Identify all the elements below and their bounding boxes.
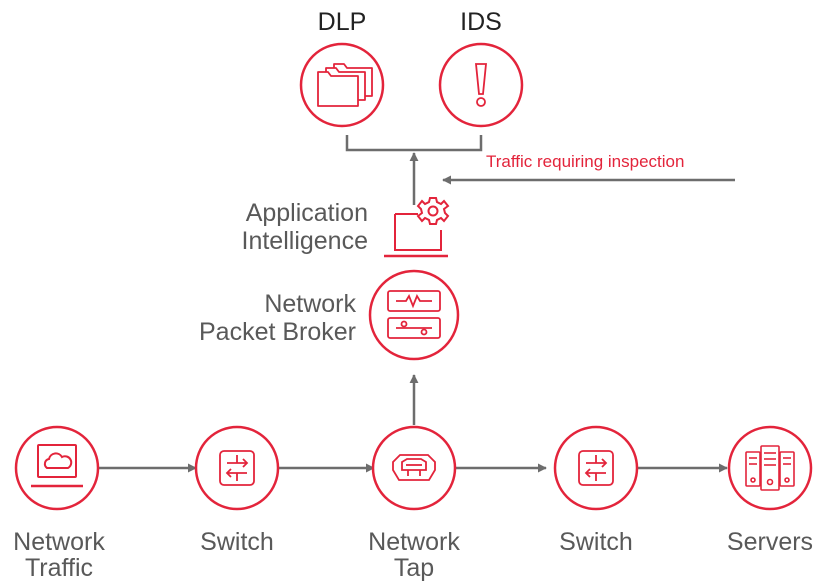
network-tap-circle — [371, 425, 457, 511]
servers-icon — [745, 445, 795, 491]
laptop-gear-icon — [384, 197, 450, 258]
packet-broker-label-line1: Network — [264, 290, 356, 318]
ids-circle — [438, 42, 524, 128]
exclamation-icon — [475, 63, 487, 107]
network-tap-node — [371, 425, 457, 511]
dlp-node — [299, 42, 385, 128]
connectors — [98, 135, 735, 473]
packet-broker-icon — [387, 290, 441, 339]
tools-bracket — [345, 135, 483, 152]
folders-icon — [317, 63, 373, 107]
network-traffic-label-line1: Network — [13, 528, 105, 556]
servers-label: Servers — [726, 528, 814, 556]
switch-right-label: Switch — [559, 528, 633, 556]
switch-right-node — [553, 425, 639, 511]
packet-broker-label-line2: Packet Broker — [198, 318, 356, 346]
switch-left-circle — [194, 425, 280, 511]
switch-left-label: Switch — [200, 528, 274, 556]
switch-arrows-icon — [219, 450, 255, 486]
ids-label: IDS — [460, 8, 502, 36]
switch-arrows-icon — [578, 450, 614, 486]
dlp-label: DLP — [317, 8, 367, 36]
network-tap-label-line2: Tap — [393, 554, 435, 582]
network-traffic-label-line2: Traffic — [24, 554, 94, 582]
ids-node — [438, 42, 524, 128]
switch-right-circle — [553, 425, 639, 511]
app-intelligence-label-line2: Intelligence — [241, 227, 368, 255]
packet-broker-circle — [368, 269, 460, 361]
inspection-note: Traffic requiring inspection — [486, 152, 685, 171]
servers-node — [727, 425, 813, 511]
app-intelligence-node — [384, 197, 450, 258]
app-intelligence-label-line1: Application — [245, 199, 368, 227]
laptop-cloud-icon — [31, 444, 83, 488]
network-tap-label-line1: Network — [368, 528, 460, 556]
network-tap-icon — [392, 454, 436, 481]
network-traffic-node — [14, 425, 100, 511]
packet-broker-node — [368, 269, 460, 361]
switch-left-node — [194, 425, 280, 511]
